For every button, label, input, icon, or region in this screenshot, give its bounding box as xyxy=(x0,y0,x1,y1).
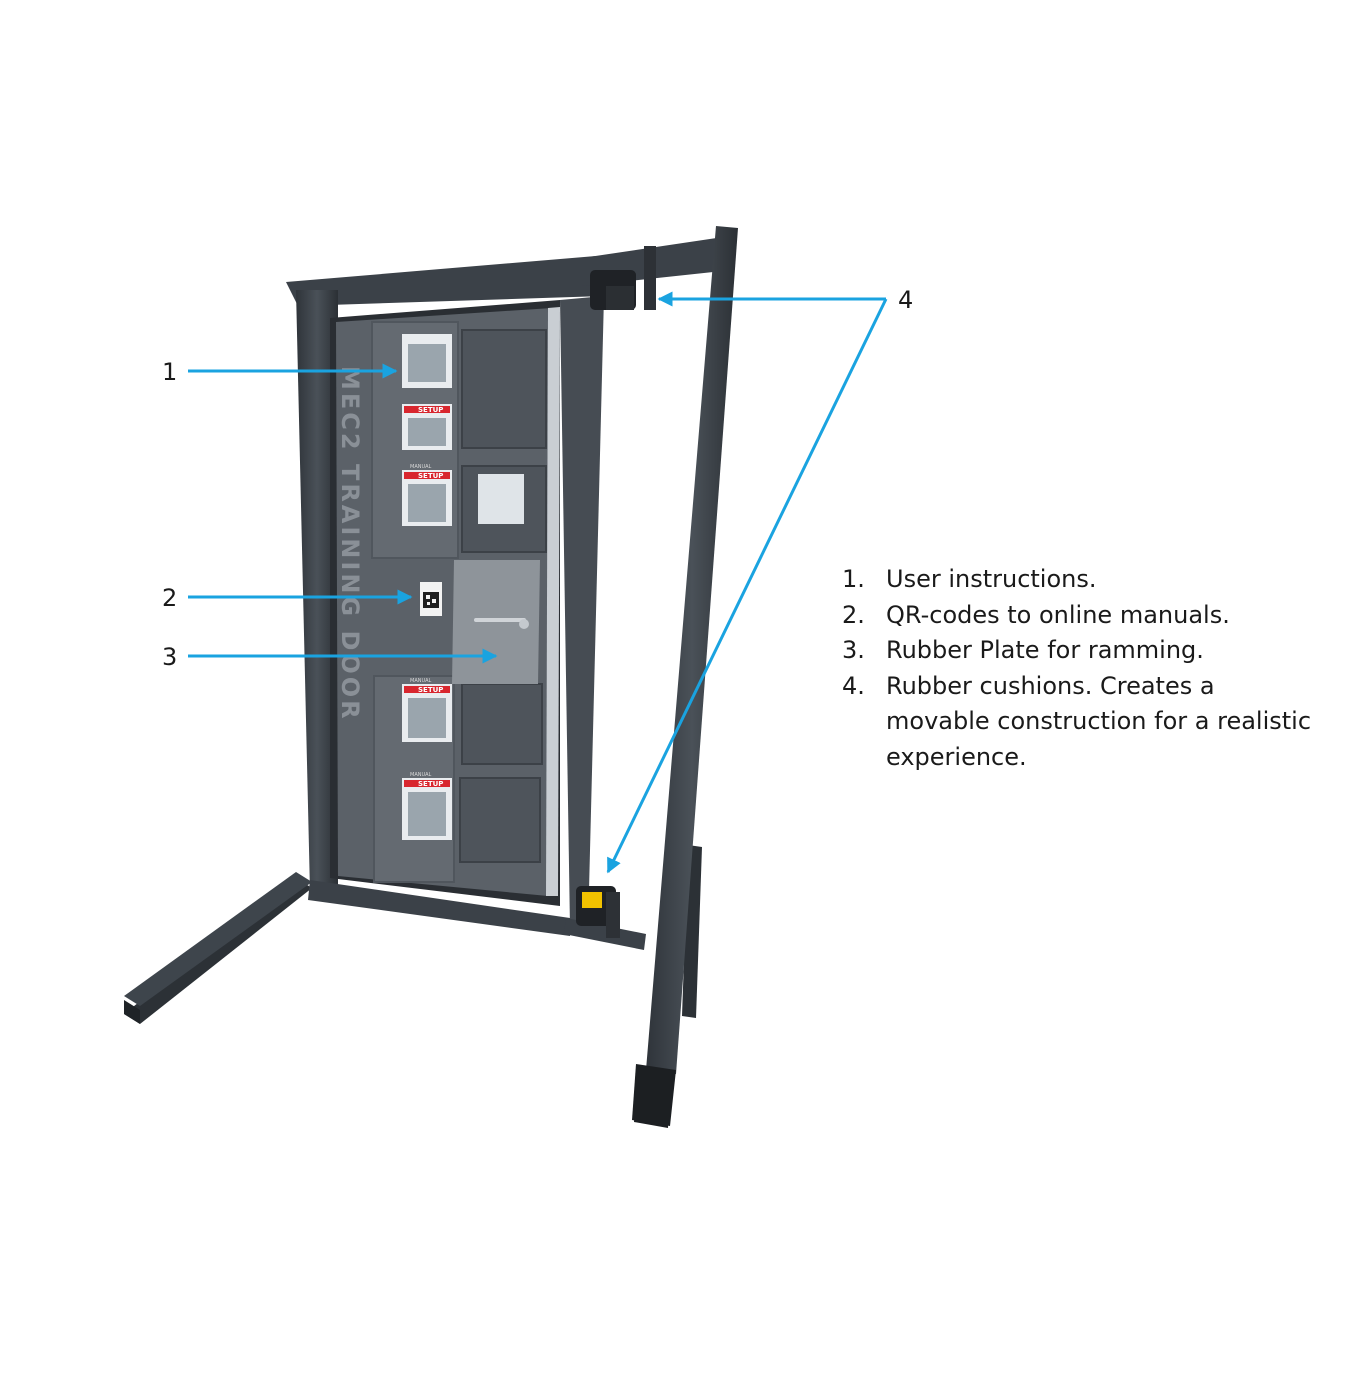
instruction-card: MANUAL SETUP xyxy=(402,772,452,840)
callout-arrows xyxy=(188,291,888,874)
instruction-card: SETUP xyxy=(402,404,452,450)
instruction-cards: SETUP MANUAL SETUP MANUAL SETUP MANUAL S… xyxy=(402,334,524,840)
instruction-card: MANUAL SETUP xyxy=(402,464,452,526)
qr-code xyxy=(420,582,442,616)
door-leaf xyxy=(336,296,604,930)
legend-item: 2. QR-codes to online manuals. xyxy=(842,598,1312,634)
door-panel xyxy=(461,683,543,765)
legend-number: 4. xyxy=(842,671,865,700)
arrow-4-bottom xyxy=(606,298,888,874)
rubber-cushion-top xyxy=(590,246,656,310)
callout-number-3: 3 xyxy=(162,643,177,671)
legend-item: 3. Rubber Plate for ramming. xyxy=(842,633,1312,669)
legend-number: 3. xyxy=(842,636,865,664)
callout-number-1: 1 xyxy=(162,358,177,386)
manual-tag: MANUAL xyxy=(410,772,432,778)
instruction-card xyxy=(478,474,524,524)
setup-tag: SETUP xyxy=(418,472,443,480)
instruction-card: MANUAL SETUP xyxy=(402,678,452,742)
instruction-card xyxy=(402,334,452,388)
legend-number: 1. xyxy=(842,565,865,593)
legend-text: Rubber Plate for ramming. xyxy=(886,636,1204,664)
setup-tag: SETUP xyxy=(418,406,443,414)
legend-text: QR-codes to online manuals. xyxy=(886,600,1230,629)
legend-text: Rubber cushions. Creates a movable const… xyxy=(886,671,1312,771)
setup-tag: SETUP xyxy=(418,686,443,694)
door-panel xyxy=(459,777,541,863)
legend-item: 4. Rubber cushions. Creates a movable co… xyxy=(842,669,1312,776)
callout-number-4: 4 xyxy=(898,286,913,314)
ramming-plate xyxy=(452,560,540,684)
legend-text: User instructions. xyxy=(886,565,1097,593)
callout-numbers: 1 2 3 4 xyxy=(162,286,913,671)
legend-item: 1. User instructions. xyxy=(842,562,1312,598)
legend-list: 1. User instructions. 2. QR-codes to onl… xyxy=(842,562,1312,775)
callout-number-2: 2 xyxy=(162,584,177,612)
door-panel xyxy=(461,329,547,449)
rubber-cushion-bottom xyxy=(576,886,620,938)
door-stencil-text: MEC2 TRAINING DOOR xyxy=(336,366,364,722)
manual-tag: MANUAL xyxy=(410,464,432,470)
legend-number: 2. xyxy=(842,600,865,629)
setup-tag: SETUP xyxy=(418,780,443,788)
handle-rosette xyxy=(519,619,529,629)
manual-tag: MANUAL xyxy=(410,678,432,684)
